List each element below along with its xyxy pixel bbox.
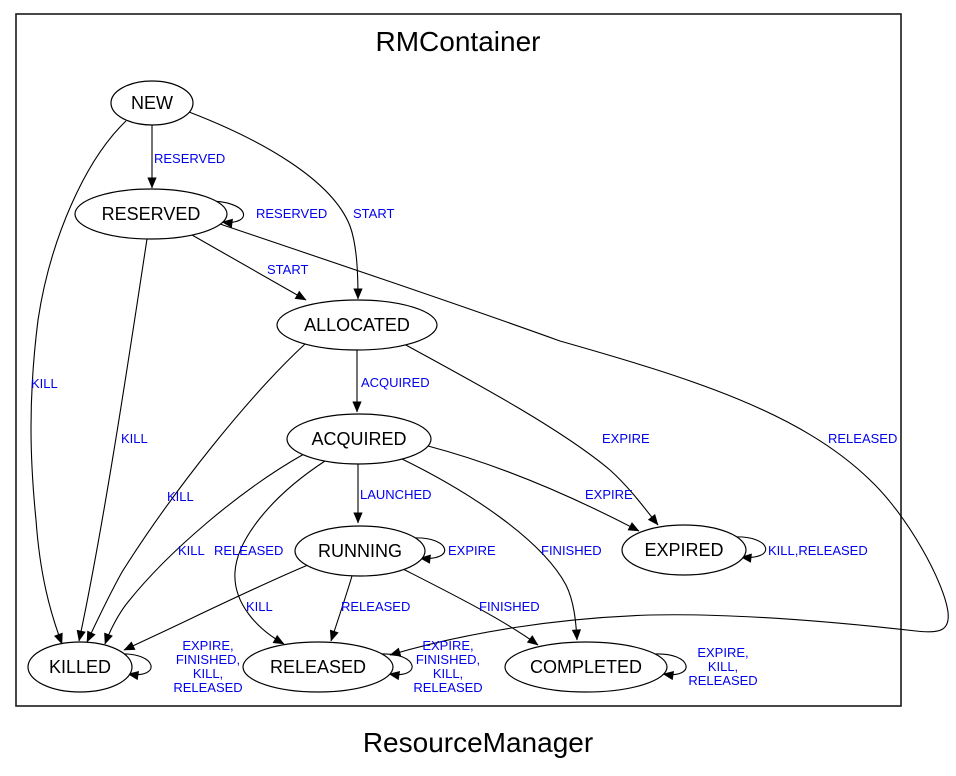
state-node-running: RUNNING [294, 525, 426, 577]
state-node-completed: COMPLETED [504, 641, 668, 693]
edge-label-running-finished: FINISHED [479, 599, 540, 614]
state-label-expired: EXPIRED [644, 540, 723, 560]
edge-new-to-allocated [188, 111, 363, 300]
state-label-running: RUNNING [318, 541, 402, 561]
state-label-completed: COMPLETED [530, 657, 642, 677]
state-node-new: NEW [110, 80, 194, 126]
edge-label-new-reserved: RESERVED [154, 151, 225, 166]
edge-running-to-released [329, 575, 353, 642]
edge-label-reserved-kill: KILL [121, 431, 148, 446]
edge-label-completed-self: EXPIRE,KILL,RELEASED [688, 645, 757, 688]
edge-label-allocated-expire: EXPIRE [602, 431, 650, 446]
edge-running-to-killed [123, 564, 309, 651]
state-label-released: RELEASED [270, 657, 366, 677]
state-label-new: NEW [131, 93, 173, 113]
edge-running-self-loop [411, 537, 446, 564]
edge-killed-self-loop [118, 653, 152, 681]
edge-label-running-kill: KILL [246, 599, 273, 614]
edge-label-expired-self: KILL,RELEASED [768, 543, 868, 558]
edge-acquired-to-killed [104, 453, 305, 645]
state-label-killed: KILLED [49, 657, 111, 677]
edge-label-acquired-expire: EXPIRE [585, 487, 633, 502]
edge-label-acquired-kill: KILL [178, 543, 205, 558]
edge-reserved-to-released [219, 223, 949, 657]
edge-label-allocated-kill: KILL [167, 489, 194, 504]
state-ellipse-running [294, 525, 426, 577]
state-ellipse-completed [504, 641, 668, 693]
edge-label-acquired-finished: FINISHED [541, 543, 602, 558]
edge-label-running-released: RELEASED [341, 599, 410, 614]
edge-label-reserved-released: RELEASED [828, 431, 897, 446]
state-ellipse-released [242, 641, 394, 693]
state-node-allocated: ALLOCATED [276, 299, 438, 351]
edge-label-reserved-start: START [267, 262, 308, 277]
edge-label-released-self: EXPIRE,FINISHED,KILL,RELEASED [413, 638, 482, 695]
state-node-reserved: RESERVED [74, 188, 228, 240]
graph-label: ResourceManager [363, 727, 593, 758]
state-ellipse-allocated [276, 299, 438, 351]
state-node-released: RELEASED [242, 641, 394, 693]
edge-expired-self-loop [732, 536, 767, 563]
state-node-expired: EXPIRED [621, 524, 747, 576]
state-label-reserved: RESERVED [102, 204, 201, 224]
state-ellipse-expired [621, 524, 747, 576]
edge-label-allocated-acquired: ACQUIRED [361, 375, 430, 390]
state-label-acquired: ACQUIRED [311, 429, 406, 449]
edge-label-running-self-expire: EXPIRE [448, 543, 496, 558]
state-ellipse-new [110, 80, 194, 126]
state-ellipse-acquired [286, 413, 432, 465]
edge-label-new-start: START [353, 206, 394, 221]
edge-allocated-to-expired [403, 343, 659, 526]
edge-reserved-to-killed [76, 238, 148, 642]
edge-label-reserved-self: RESERVED [256, 206, 327, 221]
edge-acquired-to-completed [399, 457, 582, 641]
edge-running-to-completed [402, 568, 539, 646]
edge-new-to-killed [30, 120, 127, 645]
edge-acquired-to-released [234, 460, 326, 645]
state-ellipse-reserved [74, 188, 228, 240]
state-label-allocated: ALLOCATED [304, 315, 410, 335]
cluster-border [15, 13, 902, 707]
edge-label-new-kill: KILL [31, 376, 58, 391]
edge-reserved-to-allocated [191, 234, 307, 301]
cluster-title: RMContainer [376, 26, 541, 57]
state-ellipse-killed [27, 641, 133, 693]
state-node-killed: KILLED [27, 641, 133, 693]
edge-label-acquired-launched: LAUNCHED [360, 487, 432, 502]
edge-allocated-to-killed [86, 343, 306, 643]
edge-label-killed-self: EXPIRE,FINISHED,KILL,RELEASED [173, 638, 242, 695]
state-node-acquired: ACQUIRED [286, 413, 432, 465]
edge-label-acquired-released: RELEASED [214, 543, 283, 558]
edge-acquired-to-expired [427, 445, 640, 532]
edge-completed-self-loop [653, 653, 687, 681]
edge-released-self-loop [379, 653, 413, 681]
